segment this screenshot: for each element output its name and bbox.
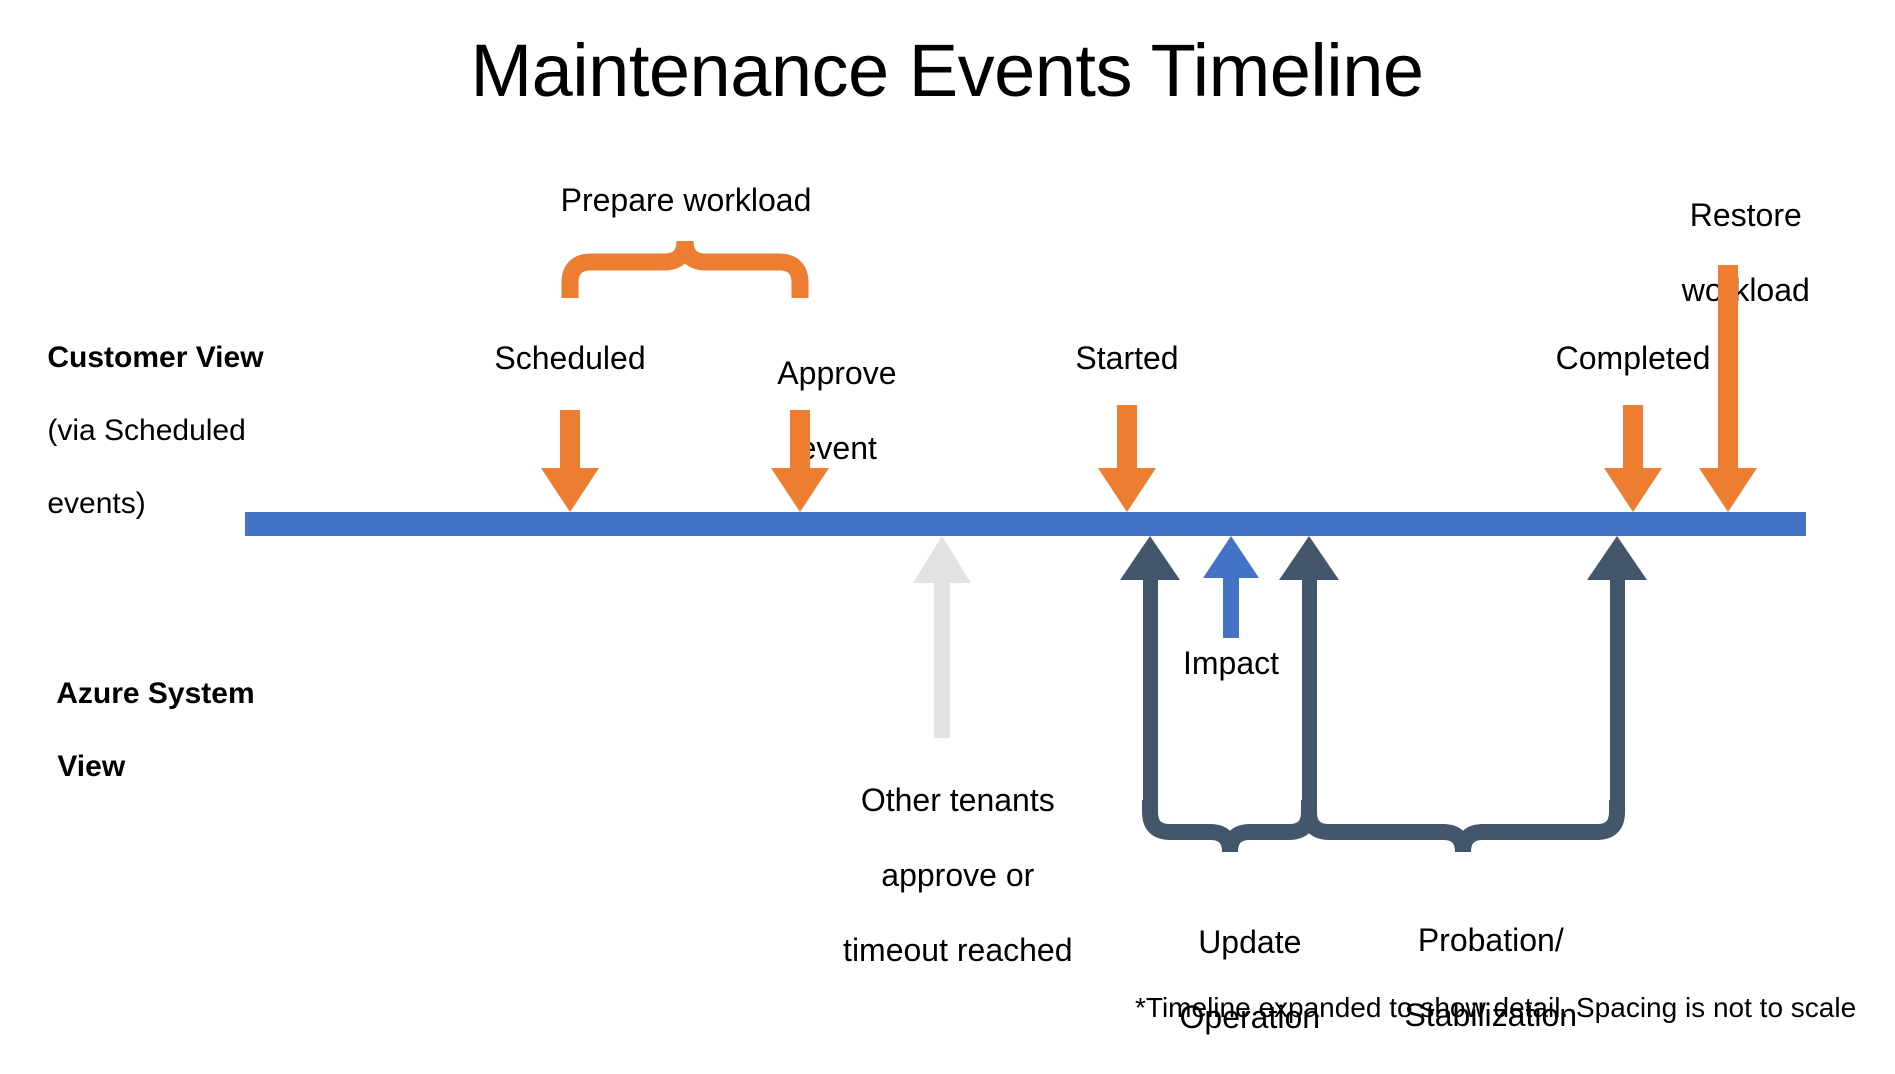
lane-label-customer-view-sub2: events)	[47, 486, 146, 520]
label-approve-event-line1: Approve	[777, 355, 897, 392]
arrow-approve-event	[771, 410, 829, 512]
arrow-completed	[1604, 405, 1662, 512]
prepare-workload-brace	[561, 240, 809, 298]
arrow-update-start	[1120, 536, 1180, 804]
label-other-tenants-line1: Other tenants	[860, 782, 1055, 819]
page-title: Maintenance Events Timeline	[470, 29, 1424, 112]
label-restore-workload: Restore workload	[1646, 160, 1810, 347]
diagram-canvas: Maintenance Events Timeline Customer Vie…	[14, 29, 1857, 1036]
label-prepare-workload: Prepare workload	[560, 182, 812, 218]
label-update-operation: Update Operation	[1144, 887, 1321, 1074]
label-other-tenants-line3: timeout reached	[843, 932, 1073, 969]
lane-label-azure-system-view-line1: Azure System	[56, 676, 255, 710]
label-impact: Impact	[1182, 645, 1280, 681]
label-probation-stabilization: Probation/ Stabilization	[1369, 885, 1578, 1072]
label-probation-stabilization-line2: Stabilization	[1404, 997, 1578, 1034]
lane-label-customer-view: Customer View (via Scheduled events)	[14, 303, 264, 559]
timeline-bar	[245, 512, 1806, 536]
label-other-tenants-line2: approve or	[881, 857, 1035, 894]
lane-label-azure-system-view-line2: View	[57, 749, 126, 783]
label-other-tenants: Other tenants approve or timeout reached	[807, 745, 1072, 1007]
label-scheduled: Scheduled	[494, 340, 646, 376]
arrow-other-tenants	[913, 536, 971, 738]
label-restore-workload-line2: workload	[1681, 272, 1810, 309]
arrow-started	[1098, 405, 1156, 512]
update-operation-brace	[1142, 800, 1317, 853]
footnote: *Timeline expanded to show detail. Spaci…	[1135, 992, 1857, 1023]
label-approve-event: Approve event	[744, 318, 897, 505]
arrow-scheduled	[541, 410, 599, 512]
arrow-update-end	[1279, 536, 1339, 804]
probation-stabilization-brace	[1301, 800, 1625, 853]
label-restore-workload-line1: Restore	[1689, 197, 1802, 234]
diagram-vector-layer	[245, 240, 1806, 853]
label-started: Started	[1075, 340, 1179, 376]
arrow-probation-end	[1587, 536, 1647, 804]
label-update-operation-line2: Operation	[1179, 999, 1321, 1036]
label-probation-stabilization-line1: Probation/	[1417, 922, 1564, 959]
lane-label-customer-view-title: Customer View	[47, 340, 264, 374]
lane-label-azure-system-view: Azure System View	[24, 639, 255, 822]
label-update-operation-line1: Update	[1198, 924, 1302, 961]
label-completed: Completed	[1555, 340, 1711, 376]
arrow-restore-workload	[1699, 265, 1757, 512]
arrow-impact	[1203, 536, 1259, 638]
label-approve-event-line2: event	[798, 430, 877, 467]
lane-label-customer-view-sub1: (via Scheduled	[47, 413, 246, 447]
